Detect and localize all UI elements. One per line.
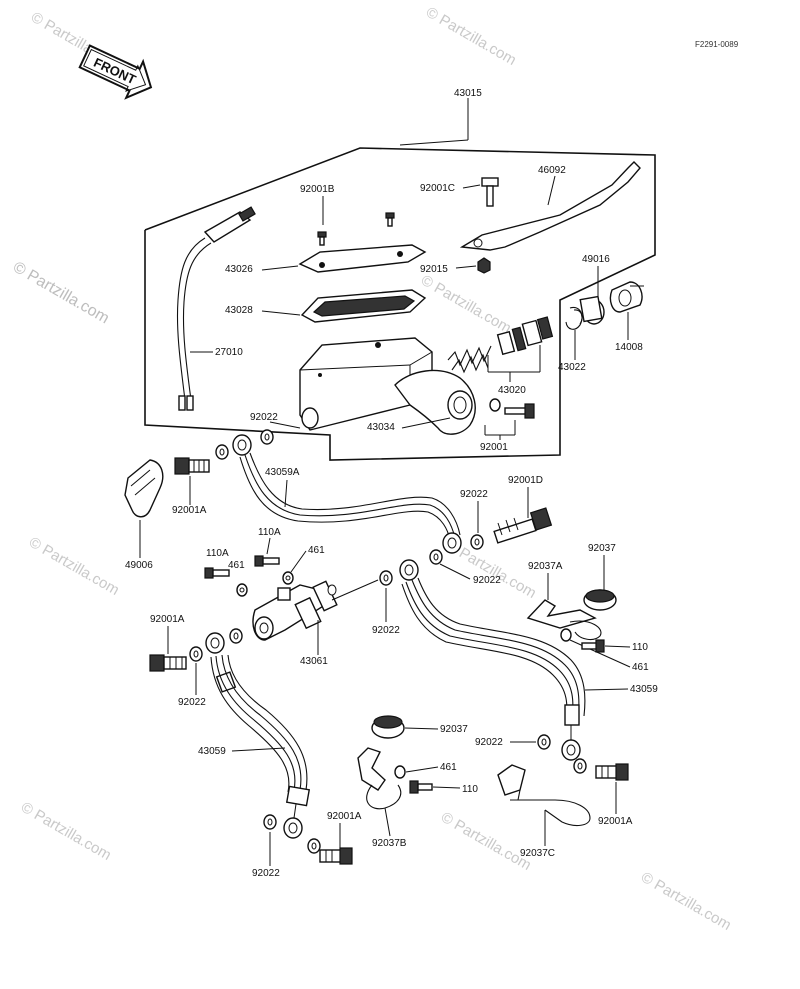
label-92015: 92015 <box>420 264 448 275</box>
washer-92022-right: 92022 <box>429 549 501 586</box>
hose-43059-right: 43059 <box>399 559 658 761</box>
washer-92022-left: 92022 <box>178 628 243 708</box>
bolt-110-bottom: 110 <box>409 780 478 795</box>
label-461-upper: 461 <box>308 545 325 556</box>
label-92022-mid: 92022 <box>460 489 488 500</box>
hose-43059A: 43059A <box>232 434 462 554</box>
label-49006: 49006 <box>125 560 153 571</box>
label-14008: 14008 <box>615 342 643 353</box>
brake-lever-46092: 46092 <box>459 161 641 251</box>
washer-92022-mid: 92022 <box>460 489 488 550</box>
assembly-box-43015: 43015 <box>144 88 656 461</box>
label-43015: 43015 <box>454 88 482 99</box>
label-110-right: 110 <box>632 642 648 653</box>
screw-92001B: 92001B <box>300 184 395 246</box>
clamp-92037A: 92037A <box>526 561 602 641</box>
watermark-layer: © Partzilla.com © Partzilla.com © Partzi… <box>10 4 734 934</box>
hose-43059-left: 43059 <box>198 632 311 839</box>
label-92037-lower: 92037 <box>440 724 468 735</box>
label-92001: 92001 <box>480 442 508 453</box>
label-43020: 43020 <box>498 385 526 396</box>
label-92022-bottom-left: 92022 <box>252 868 280 879</box>
label-92037C: 92037C <box>520 848 555 859</box>
washer-92022-top: 92022 <box>215 412 301 460</box>
master-cylinder-body-43034: 43034 <box>299 337 476 435</box>
pushrod-end-14008: 14008 <box>609 281 644 353</box>
watermark: © Partzilla.com <box>418 272 514 337</box>
clamp-92037C: 92037C <box>497 764 591 859</box>
washer-92022-joint: 92022 <box>372 570 400 636</box>
label-110-bottom: 110 <box>462 784 478 795</box>
label-461-right: 461 <box>632 662 649 673</box>
label-92001A-top: 92001A <box>172 505 207 516</box>
brake-switch-27010: 27010 <box>176 206 256 411</box>
joint-43061: 43061 <box>252 579 379 667</box>
label-43059-right: 43059 <box>630 684 658 695</box>
piston-assembly-43020: 43020 <box>447 316 554 396</box>
label-92037-upper: 92037 <box>588 543 616 554</box>
label-92001B: 92001B <box>300 184 335 195</box>
banjo-bolt-92001A-bottom: 92001A <box>319 811 362 865</box>
watermark: © Partzilla.com <box>638 869 734 934</box>
label-92022-joint: 92022 <box>372 625 400 636</box>
washer-92022-bottom-left: 92022 <box>252 814 321 879</box>
bolt-92001: 92001 <box>480 398 535 453</box>
grommet-92037-lower: 92037 <box>371 715 468 739</box>
banjo-bolt-92001A-left: 92001A <box>149 614 187 672</box>
label-92022-top: 92022 <box>250 412 278 423</box>
banjo-bolt-92001D: 92001D <box>493 475 553 544</box>
washer-461-right: 461 <box>560 628 649 673</box>
label-92022-right: 92022 <box>473 575 501 586</box>
reservoir-cap-43026: 43026 <box>225 244 427 275</box>
label-43034: 43034 <box>367 422 395 433</box>
label-92001D: 92001D <box>508 475 543 486</box>
label-43026: 43026 <box>225 264 253 275</box>
watermark: © Partzilla.com <box>18 799 114 864</box>
washer-92022-bottom-right: 92022 <box>475 734 587 774</box>
label-43028: 43028 <box>225 305 253 316</box>
label-46092: 46092 <box>538 165 566 176</box>
diagram-reference-code: F2291-0089 <box>695 40 739 49</box>
label-49016: 49016 <box>582 254 610 265</box>
nut-92015: 92015 <box>420 257 491 275</box>
label-110A-upper: 110A <box>258 527 281 538</box>
bolt-110A-upper: 110A <box>254 527 281 567</box>
label-110A-lower: 110A <box>206 548 229 559</box>
label-92037A: 92037A <box>528 561 563 572</box>
label-461-bottom: 461 <box>440 762 457 773</box>
label-461-lower: 461 <box>228 560 245 571</box>
label-43059A: 43059A <box>265 467 300 478</box>
vertical-watermark: © Partzilla.com <box>10 259 112 328</box>
washer-461-upper: 461 <box>282 545 325 585</box>
label-92001A-left: 92001A <box>150 614 185 625</box>
boot-49006: 49006 <box>124 459 164 571</box>
label-92001A-bottom: 92001A <box>327 811 362 822</box>
bolt-110A-lower: 110A <box>204 548 230 579</box>
label-92001A-right: 92001A <box>598 816 633 827</box>
label-92037B: 92037B <box>372 838 407 849</box>
clamp-92037B: 92037B <box>357 747 407 849</box>
front-arrow-icon: FRONT <box>78 44 153 100</box>
label-92022-bottom-right: 92022 <box>475 737 503 748</box>
banjo-bolt-92001A-right: 92001A <box>595 763 633 827</box>
watermark: © Partzilla.com <box>423 4 519 69</box>
label-92022-left: 92022 <box>178 697 206 708</box>
pivot-bolt-92001C: 92001C <box>420 177 499 207</box>
label-92001C: 92001C <box>420 183 455 194</box>
banjo-bolt-92001A-top: 92001A <box>172 457 210 516</box>
circlip-43022: 43022 <box>558 306 586 373</box>
washer-461-lower: 461 <box>228 560 248 597</box>
boot-49016: 49016 <box>579 254 610 325</box>
grommet-92037-upper: 92037 <box>583 543 617 611</box>
label-43059-left: 43059 <box>198 746 226 757</box>
watermark: © Partzilla.com <box>438 809 534 874</box>
watermark: © Partzilla.com <box>26 534 122 599</box>
diaphragm-43028: 43028 <box>225 289 427 323</box>
washer-461-bottom: 461 <box>394 762 457 779</box>
label-27010: 27010 <box>215 347 243 358</box>
bolt-110-right: 110 <box>581 639 648 653</box>
label-43022: 43022 <box>558 362 586 373</box>
label-43061: 43061 <box>300 656 328 667</box>
